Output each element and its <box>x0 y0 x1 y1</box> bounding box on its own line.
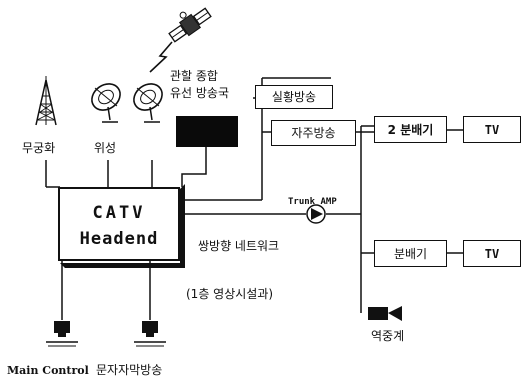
station-label-line2: 유선 방송국 <box>170 86 230 100</box>
satellite-dish-icon <box>133 83 163 123</box>
tower-label: 무궁화 <box>22 141 56 155</box>
relay-label: 역중계 <box>371 329 405 343</box>
catv-headend-box: CATV Headend <box>58 187 180 261</box>
trunk-amp-icon <box>306 204 326 224</box>
monitor-icon <box>134 321 166 347</box>
splitter-box: 분배기 <box>374 240 447 267</box>
satellite-dish-icon <box>91 83 121 123</box>
monitor-icon <box>46 321 78 347</box>
station-label-line1: 관할 종합 <box>170 69 218 83</box>
antenna-tower-icon <box>35 76 57 126</box>
tv-box-2: TV <box>463 240 521 267</box>
caption-broadcast-label: 문자자막방송 <box>96 363 163 377</box>
cable-station-block <box>176 116 238 147</box>
satellite-icon <box>168 7 212 43</box>
headend-line1: CATV <box>92 203 146 223</box>
camera-icon <box>368 306 402 321</box>
own-broadcast-box: 자주방송 <box>271 120 356 146</box>
splitter-2way-box: 2 분배기 <box>374 116 447 143</box>
network-label: 쌍방향 네트워크 <box>198 239 280 253</box>
headend-line2: Headend <box>79 229 159 249</box>
tv-box-1: TV <box>463 116 521 143</box>
dish-label: 위성 <box>94 141 117 155</box>
trunk-amp-label: Trunk AMP <box>288 197 337 207</box>
facility-label: (1층 영상시설과) <box>186 287 274 301</box>
satellite-link-icon <box>149 41 173 73</box>
live-broadcast-box: 실황방송 <box>255 85 333 109</box>
main-control-label: Main Control <box>7 364 89 377</box>
